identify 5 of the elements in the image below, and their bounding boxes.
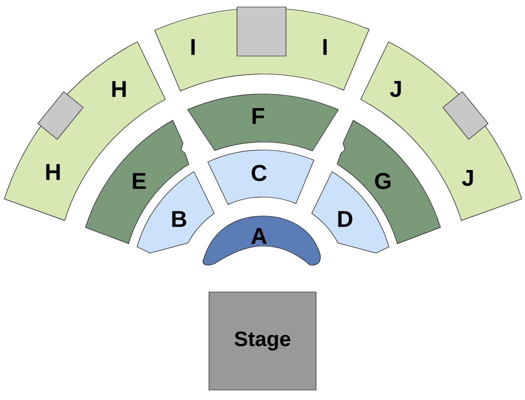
seating-section: A [202, 216, 321, 266]
seating-section: F [187, 94, 339, 152]
blank-box [236, 6, 286, 56]
seating-section: C [208, 150, 314, 205]
stage-box: Stage [208, 292, 316, 390]
